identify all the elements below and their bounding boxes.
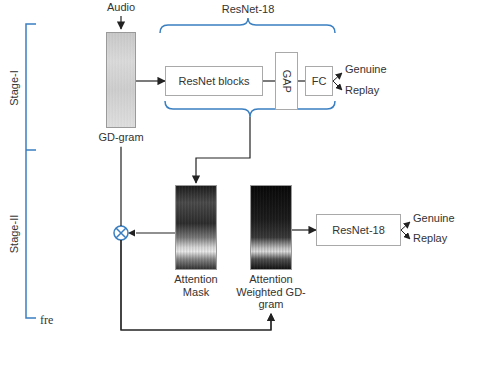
connector-arrow (121, 147, 271, 330)
gd-gram-image: GD-gram (91, 32, 151, 144)
process-box: GAP (275, 52, 298, 110)
node-text: FC (312, 75, 327, 88)
multiply-arrowhead (128, 230, 135, 237)
output-label: Replay (345, 84, 379, 97)
stage-label: Stage-II (8, 215, 21, 254)
node-text: Attention Weighted GD-gram (235, 273, 307, 311)
stage-label: Stage-I (8, 70, 21, 105)
node-text: ResNet-18 (332, 224, 385, 237)
connector-arrow (298, 80, 305, 81)
attention-arrow (196, 117, 250, 183)
process-box: ResNet-18 (316, 214, 401, 246)
spectrogram-image (175, 185, 217, 270)
spectrogram-image (250, 185, 292, 270)
spectrogram-image (106, 32, 136, 128)
weighted-gd-gram-image: Attention Weighted GD-gram (235, 185, 307, 311)
attention-mask-image: Attention Mask (165, 185, 227, 298)
network-label: ResNet-18 (222, 3, 275, 16)
node-text: GAP (280, 69, 293, 92)
connector-arrow (263, 80, 275, 81)
stray-text: fre (40, 314, 53, 328)
node-text: ResNet blocks (179, 75, 250, 88)
node-text: Attention Mask (165, 273, 227, 298)
output-label: Replay (413, 232, 447, 245)
node-text: GD-gram (91, 131, 151, 144)
stage-bracket (26, 24, 36, 318)
process-box: FC (305, 66, 333, 96)
input-label: Audio (107, 1, 135, 14)
connector-arrow (292, 229, 316, 230)
connector-arrow (136, 80, 165, 81)
output-arrow (333, 81, 342, 90)
output-arrow (401, 222, 410, 230)
multiply-symbol (114, 226, 128, 240)
output-arrow (401, 230, 410, 239)
curly-bracket (160, 18, 335, 33)
output-arrow (333, 73, 342, 81)
curly-bracket (165, 101, 335, 117)
multiply-symbol (116, 228, 126, 238)
output-label: Genuine (345, 63, 387, 76)
audio-arrow (120, 16, 121, 29)
output-label: Genuine (413, 212, 455, 225)
process-box: ResNet blocks (165, 66, 263, 96)
